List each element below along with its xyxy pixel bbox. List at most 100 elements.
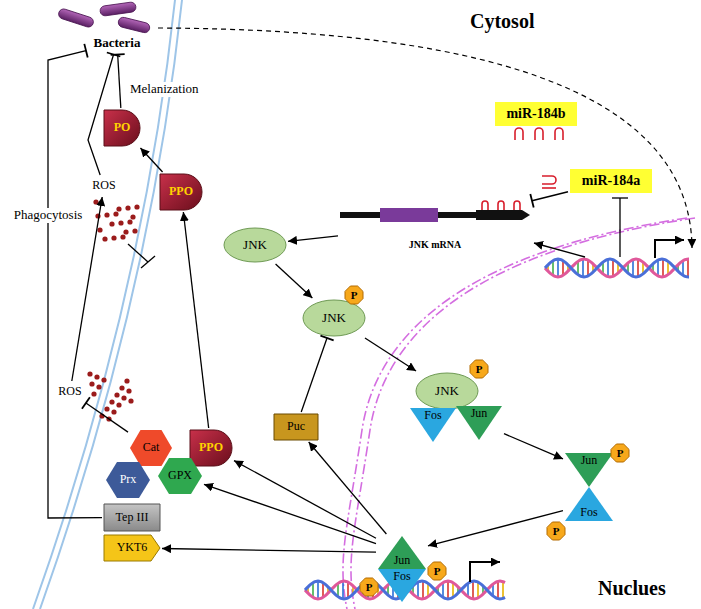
mirna-hairpins — [542, 187, 556, 189]
jnk-ellipse-outline — [416, 373, 478, 409]
dna-helix — [342, 581, 344, 599]
dna-helix — [417, 582, 419, 598]
phospho-badge-outline — [547, 522, 565, 540]
connector — [365, 338, 416, 371]
connector-line — [48, 51, 102, 518]
jnk-ellipse: JNK — [303, 300, 365, 336]
node-text: PPO — [199, 441, 223, 454]
region-label: Nuclues — [598, 577, 666, 600]
dna-helix — [497, 581, 499, 598]
ros-dot — [109, 399, 114, 404]
jnk-ellipse-outline — [224, 228, 286, 262]
ros-dot — [114, 392, 119, 397]
ros-dot — [121, 395, 126, 400]
ykt6-tag-outline — [104, 535, 160, 561]
node-text: YKT6 — [117, 541, 148, 554]
bacteria-label: Bacteria — [88, 34, 146, 53]
gene-glyph — [340, 212, 380, 218]
ros-dot — [123, 229, 128, 234]
inhibition-bar — [530, 194, 533, 208]
dna-helix — [587, 260, 589, 276]
connector — [183, 212, 208, 428]
connector — [530, 192, 568, 208]
dna-helix — [557, 259, 559, 277]
ros-dot — [126, 388, 131, 393]
bacteria-cells — [57, 2, 150, 34]
bacteria-cells — [99, 2, 136, 17]
ros-dot — [96, 384, 101, 389]
dna-helix — [347, 582, 349, 598]
node-text: JNK — [435, 384, 459, 398]
mirna-box: miR-184a — [570, 169, 652, 193]
jnk-ellipse: JNK — [416, 373, 478, 409]
inhibition-bar — [84, 44, 87, 58]
phenoloxidase-shape-outline — [104, 110, 140, 146]
mirna-box-outline — [495, 102, 577, 126]
dna-helix — [472, 581, 474, 599]
jun-triangle-outline — [456, 406, 502, 440]
connector — [111, 54, 125, 108]
bacteria-cells — [57, 8, 94, 29]
dna-helix — [687, 259, 689, 277]
connector — [309, 442, 387, 534]
node-text: ROS — [92, 179, 115, 192]
node-text: JNK — [322, 311, 346, 325]
ros-dot — [116, 206, 121, 211]
connector-line — [309, 442, 387, 534]
mrna-gene: JNK mRNA — [340, 198, 530, 252]
node-text: JNK mRNA — [409, 239, 462, 250]
gene-glyph — [340, 201, 530, 222]
node-text: miR-184a — [582, 173, 640, 188]
connector-line — [118, 55, 121, 109]
ros-dot — [132, 228, 137, 233]
connector-line — [86, 403, 128, 432]
jun-triangle: Jun — [565, 453, 613, 487]
connector — [504, 434, 563, 459]
ros-inhibition-line — [141, 256, 155, 268]
fos-triangle: Fos — [565, 487, 613, 521]
ros-dot — [94, 374, 99, 379]
dna-helix — [447, 581, 449, 599]
node-text: ROS — [58, 385, 81, 398]
phospho-badge-outline — [428, 562, 446, 580]
phospho-badge: P — [428, 562, 446, 580]
dna-helix — [545, 259, 689, 277]
node-text: P — [553, 525, 560, 537]
ros-dot — [119, 385, 124, 390]
catalase-hexagon-outline — [130, 430, 172, 466]
dna-helix — [637, 259, 639, 276]
node-text: PPO — [169, 185, 193, 198]
fos-triangle: Fos — [378, 569, 426, 602]
ykt6-tag: YKT6 — [104, 535, 160, 561]
connector — [301, 336, 333, 412]
phospho-badge-outline — [345, 286, 363, 304]
edge-label: Phagocytosis — [12, 208, 85, 223]
node-text: JNK — [243, 238, 267, 252]
connector — [288, 236, 338, 242]
gpx-hexagon-outline — [158, 458, 202, 494]
node-text: P — [434, 565, 441, 577]
ros-dot — [116, 402, 121, 407]
ros-dot — [118, 220, 123, 225]
ros-dot — [91, 391, 96, 396]
gene-glyph — [498, 201, 504, 210]
ros-dot — [97, 227, 102, 232]
node-text: P — [351, 289, 358, 301]
puc-box: Puc — [274, 414, 318, 440]
tep-box: Tep III — [104, 504, 160, 531]
phenoloxidase-shape: PO — [104, 110, 140, 146]
connector — [204, 484, 376, 543]
node-text: Fos — [424, 409, 441, 422]
mirna-hairpins — [555, 128, 563, 140]
jnk-ellipse-outline — [303, 300, 365, 336]
connector-line — [365, 338, 416, 371]
connector-line — [504, 434, 563, 459]
node-text: PO — [114, 121, 131, 134]
gene-glyph — [476, 210, 530, 220]
ros-inhibition-line — [128, 244, 155, 268]
ros-inhibition-line — [128, 244, 148, 262]
tep-box-outline — [104, 504, 160, 531]
prophenoloxidase-shape: PPO — [190, 430, 232, 466]
